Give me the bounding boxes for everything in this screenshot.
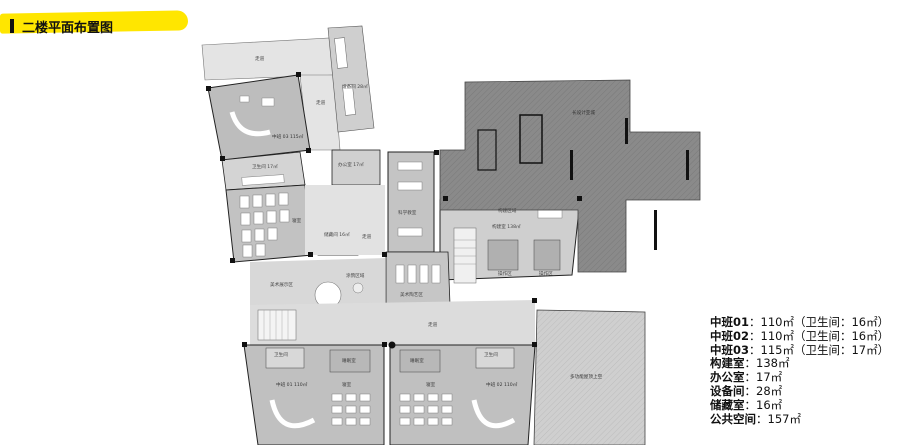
storage-shelf-2 — [342, 84, 356, 116]
page-title: 二楼平面布置图 — [22, 21, 114, 36]
legend-row-equipment: 设备间：28㎡ — [710, 383, 783, 398]
label-bedroom-top: 寝室 — [292, 217, 302, 224]
construct-stair-treads — [454, 239, 476, 265]
construct-stair — [453, 227, 477, 284]
label-construct-3: 操作区 — [539, 270, 553, 277]
class1-table-arc — [269, 399, 316, 429]
label-storage: 设备间 28㎡ — [342, 83, 368, 90]
label-corridor-bottom: 走道 — [428, 321, 438, 328]
label-construct-2: 操作区 — [498, 270, 512, 277]
legend-row-construct: 构建室：138㎡ — [710, 356, 790, 371]
class3-floor — [207, 74, 311, 161]
roof-floor — [533, 309, 646, 445]
construct-area-1 — [487, 239, 519, 271]
label-bedroom-1: 寝室 — [342, 381, 352, 388]
stair-left — [257, 309, 297, 341]
legend-row-office: 办公室：17㎡ — [710, 370, 783, 385]
label-art-gallery: 美术展示区 — [270, 281, 293, 288]
title-marker — [10, 19, 14, 33]
label-art-corner: 涂鸦区域 — [346, 272, 365, 279]
class3-table-arc — [229, 111, 271, 137]
art-pot — [352, 282, 364, 294]
class2-table-arc — [471, 399, 516, 429]
art-desks — [395, 264, 441, 284]
label-class3: 中班 03 115㎡ — [272, 133, 304, 140]
construct-area-2 — [533, 239, 561, 271]
top-corridor-floor — [201, 37, 335, 81]
label-office: 办公室 17㎡ — [338, 161, 364, 168]
label-science: 科学教室 — [398, 209, 417, 216]
label-corridor-top-2: 走道 — [316, 99, 326, 106]
wc1-floor — [265, 347, 305, 369]
class2-beds — [399, 393, 453, 426]
label-construct-1: 构建区域 — [498, 207, 517, 214]
label-roof: 多功能屋顶上空 — [570, 373, 603, 380]
wall-accents — [206, 72, 689, 349]
label-wc1: 卫生间 — [274, 351, 288, 358]
title-block: 二楼平面布置图 — [0, 8, 200, 40]
legend-row-class1: 中班01：110㎡（卫生间：16㎡） — [710, 315, 890, 329]
class3-desk — [261, 97, 275, 107]
label-corridor-top: 走道 — [255, 55, 265, 62]
label-bedroom-1b: 睡眠室 — [342, 357, 356, 364]
label-class1: 中班 01 110㎡ — [276, 381, 308, 388]
bedroom-1b-floor — [329, 349, 371, 373]
label-construct-room: 构建室 138㎡ — [492, 223, 521, 230]
corridor-lower-floor — [250, 300, 535, 345]
science-desks — [397, 161, 423, 237]
label-bedroom-2: 寝室 — [426, 381, 436, 388]
area-legend: 中班01：110㎡（卫生间：16㎡） 中班02：110㎡（卫生间：16㎡） 中班… — [710, 315, 900, 426]
void-core-1 — [519, 114, 543, 164]
office-floor — [331, 149, 381, 186]
label-class2: 中班 02 110㎡ — [486, 381, 518, 388]
label-wc3: 卫生间 17㎡ — [252, 163, 278, 170]
label-bedroom-2b: 睡眠室 — [410, 357, 424, 364]
legend-row-public: 公共空间：157㎡ — [710, 411, 801, 426]
void-core-2 — [477, 129, 497, 171]
wc2-floor — [475, 347, 515, 369]
legend-row-storage: 储藏室：16㎡ — [710, 397, 783, 412]
construct-shelf — [537, 209, 563, 219]
spine-floor — [305, 185, 385, 255]
class3-desk-2 — [239, 95, 250, 103]
stair-left-treads — [263, 310, 289, 340]
label-corridor-mid: 走道 — [362, 233, 372, 240]
class1-beds — [331, 393, 371, 426]
storage-shelf-1 — [334, 37, 348, 69]
bedroom-top-beds — [239, 192, 290, 258]
label-wc2: 卫生间 — [484, 351, 498, 358]
bedroom-2b-floor — [399, 349, 441, 373]
legend-row-class2: 中班02：110㎡（卫生间：16㎡） — [710, 328, 890, 343]
label-store: 储藏间 16㎡ — [324, 231, 350, 238]
legend-row-class3: 中班03：115㎡（卫生间：17㎡） — [710, 342, 890, 357]
label-art-area: 美术陶艺区 — [400, 291, 423, 298]
label-void: 长设计亚城 — [572, 109, 595, 116]
wc3-fixtures — [241, 174, 285, 186]
